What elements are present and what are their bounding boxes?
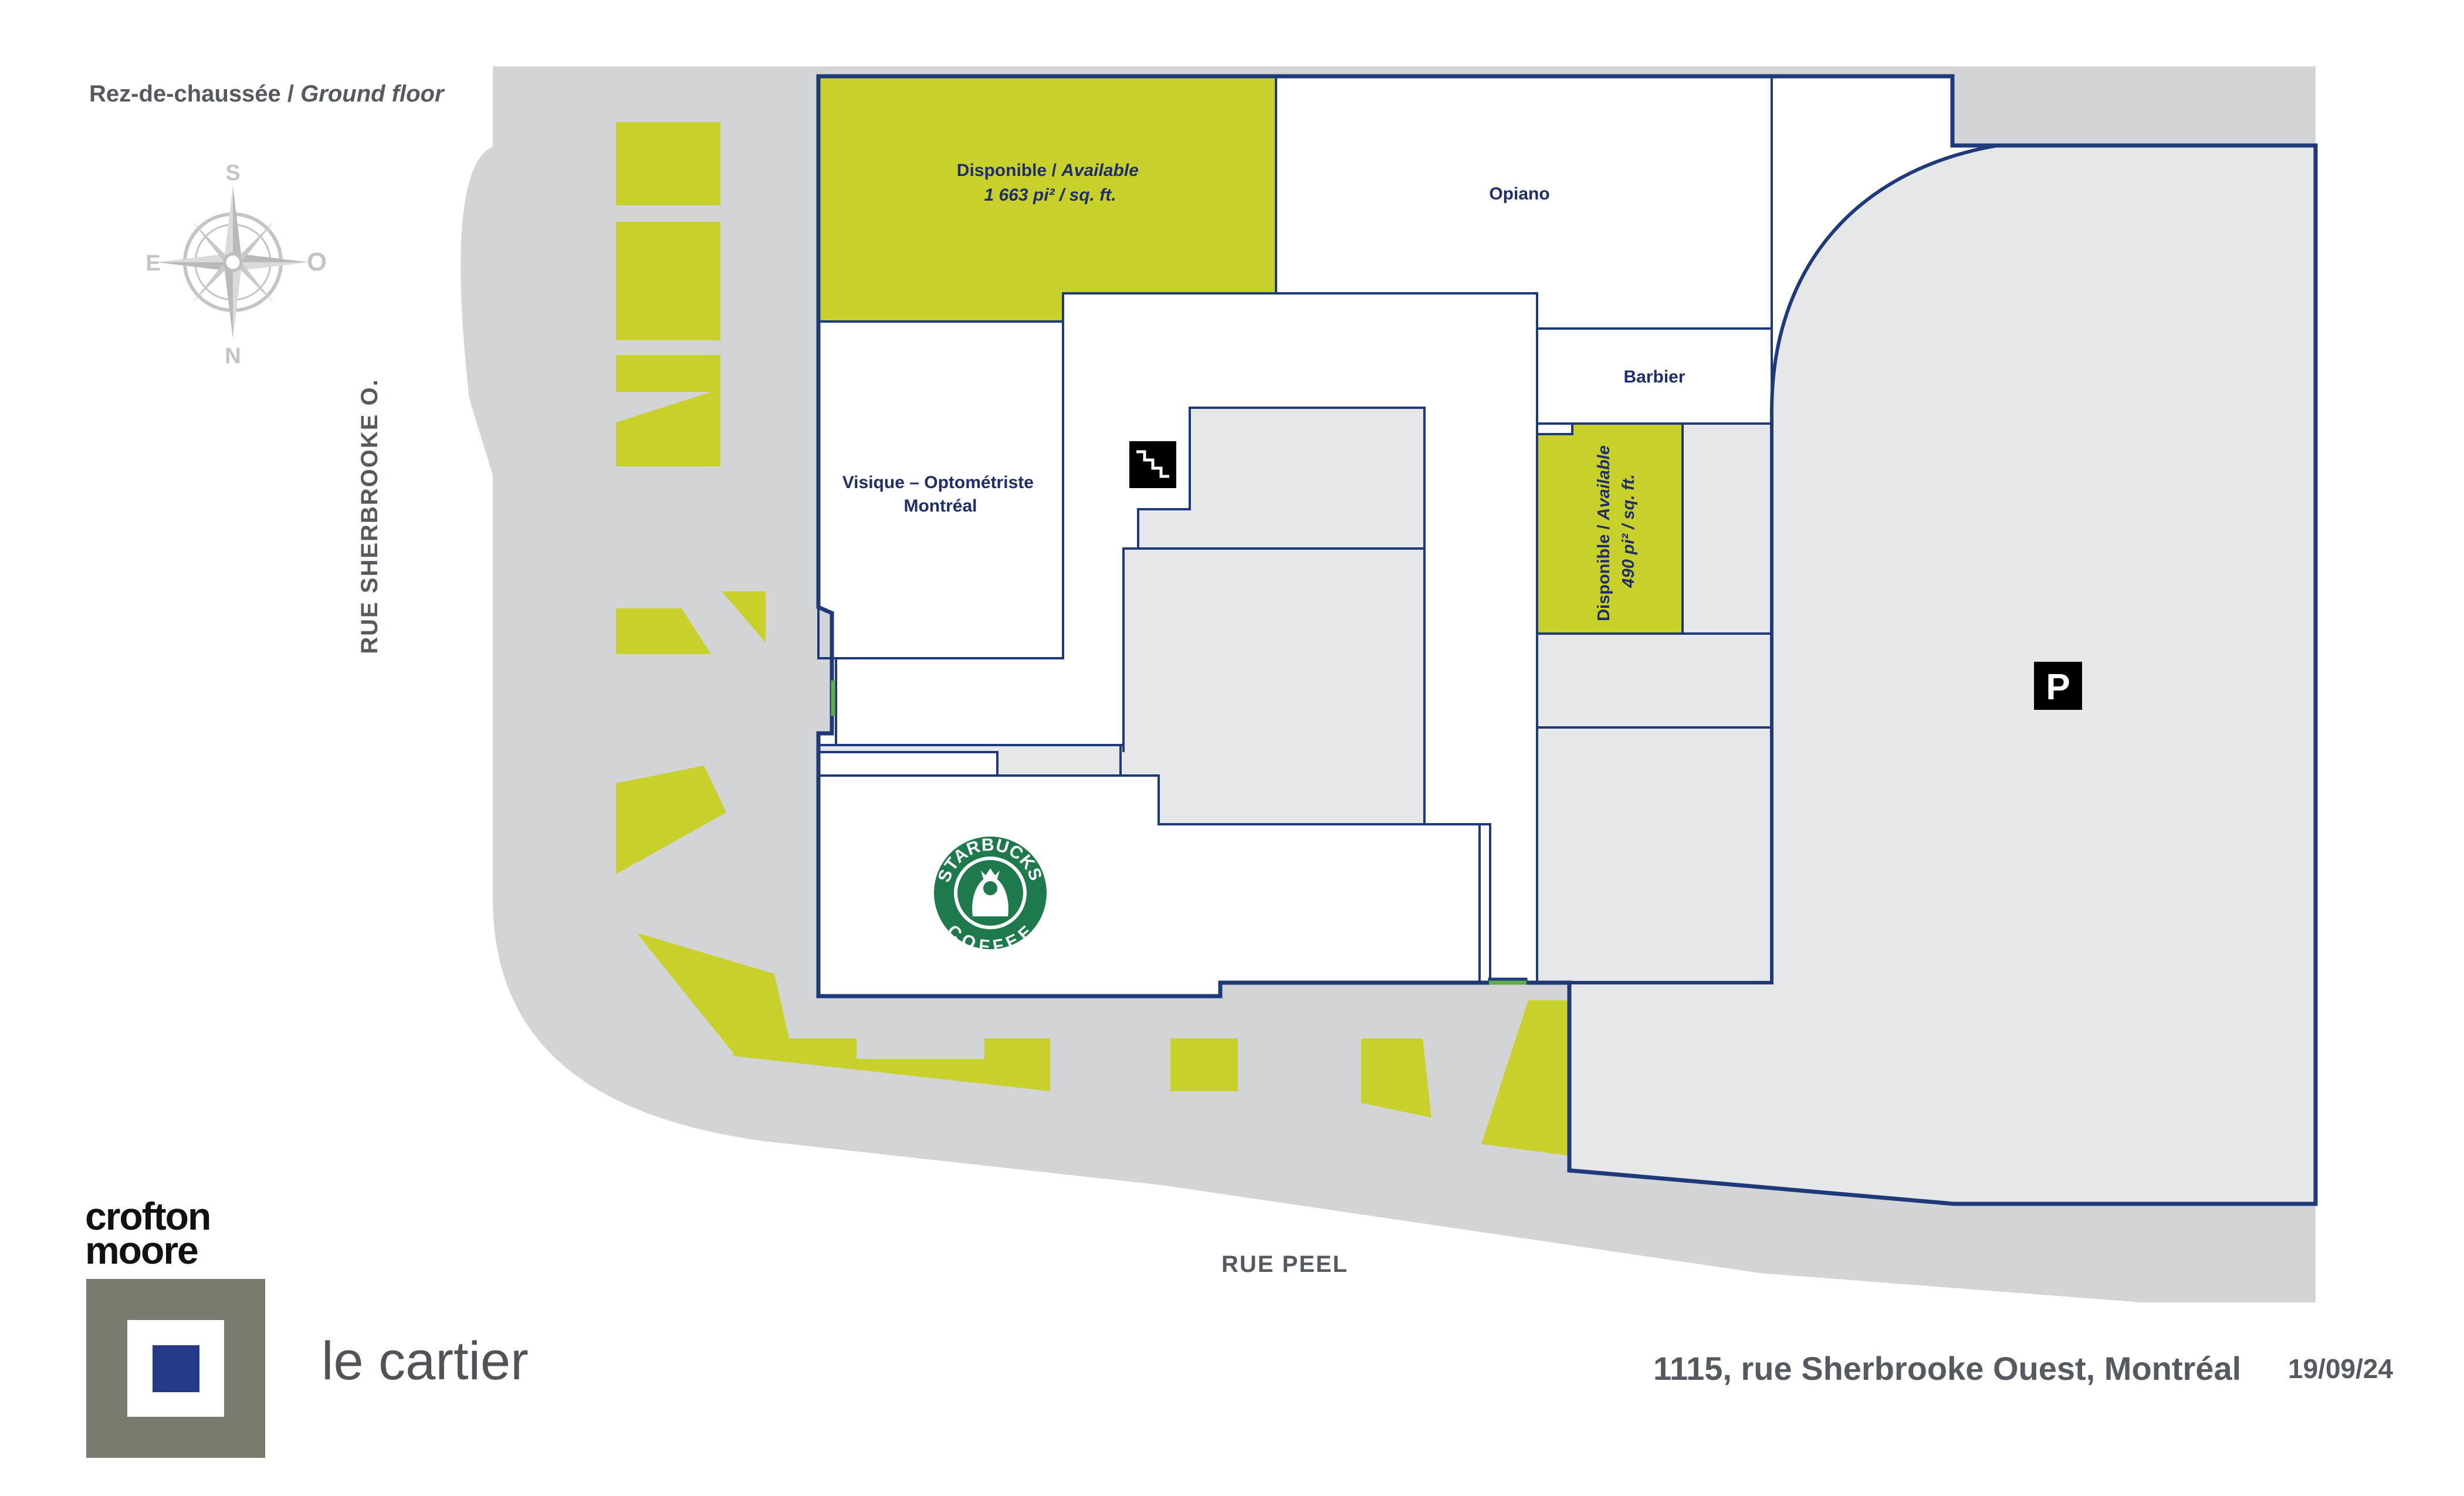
parking-icon: P (2034, 662, 2082, 710)
courtyard-strip (1952, 66, 2316, 145)
svg-text:Visique – Optométriste Mon: Visique – Optométriste Montréal (842, 473, 1039, 516)
street-peel-label: RUE PEEL (1221, 1251, 1348, 1277)
svg-text:Disponible / Available 1 6: Disponible / Available 1 663 pi² / sq. f… (957, 161, 1143, 205)
stairs-icon (1129, 441, 1176, 488)
building-outline (816, 74, 2318, 1206)
compass-rose-icon: S N E O (145, 161, 327, 368)
svg-text:P: P (2046, 667, 2070, 708)
floor-label: Rez-de-chaussée / Ground floor (89, 81, 444, 107)
available-unit-490[interactable] (1536, 422, 1684, 635)
opiano-label: Opiano (1489, 184, 1549, 204)
sidewalk-curb (461, 147, 493, 475)
visique-label-line1: Visique – Optométriste (842, 473, 1034, 492)
starbucks-logo-icon: STARBUCKS COFFEE (932, 834, 1049, 956)
brand-name-line2: moore (85, 1228, 199, 1272)
compass-label-bottom: N (225, 344, 241, 368)
barbier-label: Barbier (1623, 367, 1685, 387)
available-2-area: 490 pi² / sq. ft. (1619, 474, 1638, 588)
available-1-label-line1: Disponible / Available (957, 161, 1139, 180)
planters (616, 122, 1569, 1156)
crofton-moore-logo (86, 1279, 265, 1458)
visique-label-line2: Montréal (903, 496, 977, 516)
compass-label-right: O (307, 248, 327, 276)
compass-label-left: E (145, 251, 160, 276)
project-name: le cartier (321, 1331, 529, 1391)
brand-name-line1: crofton (85, 1194, 211, 1238)
available-1-area: 1 663 pi² / sq. ft. (984, 185, 1116, 205)
svg-text:Disponible / Available 4: Disponible / Available 490 pi² / sq. ft. (1595, 441, 1638, 621)
street-sherbrooke-label: RUE SHERBROOKE O. (357, 378, 383, 654)
compass-label-top: S (225, 161, 240, 185)
address: 1115, rue Sherbrooke Ouest, Montréal (1653, 1350, 2242, 1387)
date: 19/09/24 (2288, 1353, 2394, 1384)
available-2-label-line1: Disponible / Available (1595, 445, 1613, 621)
